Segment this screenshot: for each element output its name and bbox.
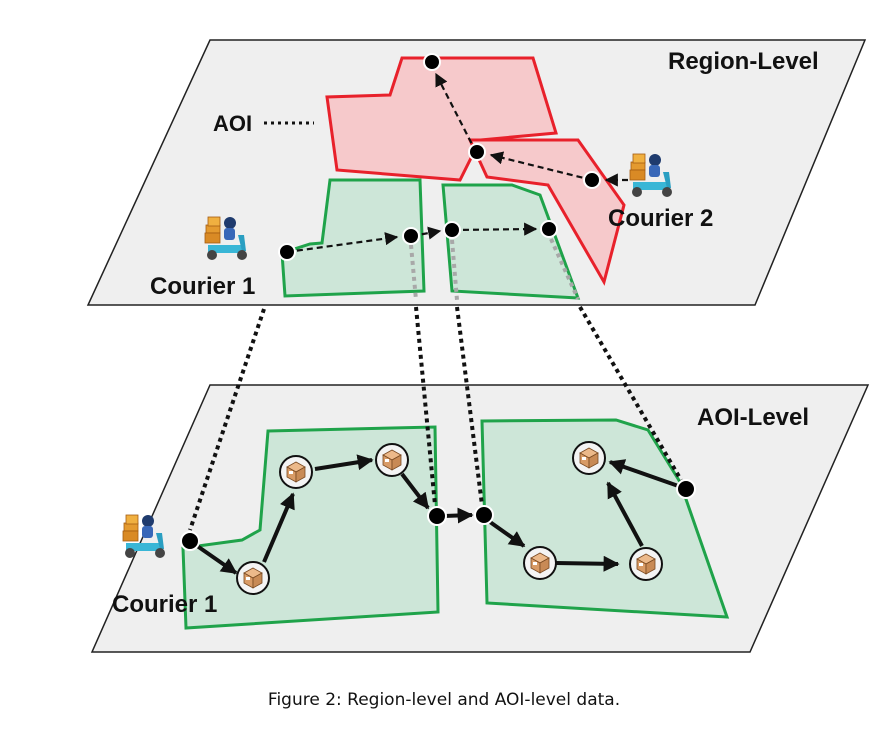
region-plane-surface [86, 39, 867, 306]
parcel-box-icon [236, 561, 270, 595]
projection-lines [188, 238, 683, 531]
aoi-level-plane: AOI-Level Courier 1 [90, 384, 870, 653]
aoi-level-title: AOI-Level [697, 404, 809, 431]
parcel-box-icon [279, 455, 313, 489]
aoi-marker-label: AOI [213, 111, 252, 136]
parcel-box-icon [523, 546, 557, 580]
courier-1-label-top: Courier 1 [150, 273, 255, 300]
courier-2-label: Courier 2 [608, 205, 713, 232]
parcel-box-icon [375, 443, 409, 477]
red-aoi-upper [325, 56, 558, 182]
green-aoi-right [441, 183, 581, 300]
courier-1-label-bottom: Courier 1 [112, 591, 217, 618]
parcel-box-icon [629, 547, 663, 581]
region-level-plane: AOI Region-Level Courier 1 Courier 2 [86, 39, 867, 306]
parcel-box-icon [572, 441, 606, 475]
figure-caption: Figure 2: Region-level and AOI-level dat… [267, 690, 621, 710]
region-level-title: Region-Level [668, 48, 819, 75]
green-aoi-left [280, 178, 426, 298]
